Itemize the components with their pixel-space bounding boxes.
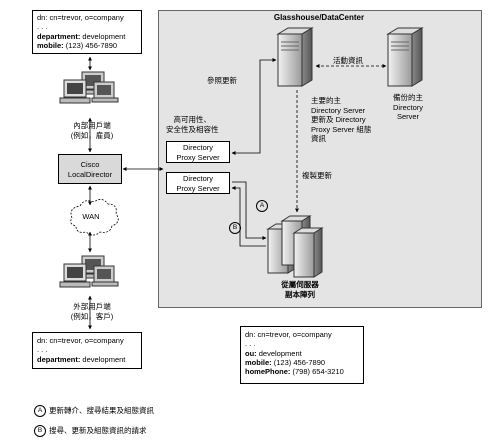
ldap-entry-bottom-right-line: ou: development xyxy=(245,349,359,358)
internal-client-label: 內部用戶端 (例如，雇員) xyxy=(70,121,114,140)
ldap-entry-bottom-right-line: dn: cn=trevor, o=company xyxy=(245,330,359,339)
referral-update-label: 參照更新 xyxy=(207,76,237,85)
ldap-entry-bottom-left-attr-name: department: xyxy=(37,354,81,364)
directory-proxy-server-2: Directory Proxy Server xyxy=(166,172,230,194)
ldap-entry-top-line: dn: cn=trevor, o=company xyxy=(37,13,137,22)
ldap-entry-bottom-right: dn: cn=trevor, o=company. . .ou: develop… xyxy=(240,326,364,384)
high-availability-label: 高可用性、 安全性及相容性 xyxy=(166,115,219,134)
ldap-entry-bottom-left-attr-value: . . . xyxy=(37,345,48,355)
ldap-entry-bottom-right-attr-name: homePhone: xyxy=(245,367,291,377)
directory-proxy-server-1: Directory Proxy Server xyxy=(166,141,230,163)
ldap-entry-bottom-right-line: homePhone: (798) 654-3210 xyxy=(245,367,359,376)
ldap-entry-bottom-right-attr-value: development xyxy=(256,348,302,358)
ldap-entry-bottom-left-line: department: development xyxy=(37,355,137,364)
ldap-entry-top: dn: cn=trevor, o=company. . .department:… xyxy=(32,10,142,54)
ldap-entry-top-attr-value: dn: cn=trevor, o=company xyxy=(37,13,124,22)
ldap-entry-bottom-right-line: mobile: (123) 456-7890 xyxy=(245,358,359,367)
ldap-entry-top-attr-value: (123) 456-7890 xyxy=(63,40,118,50)
primary-master-server-icon xyxy=(276,27,314,87)
activity-info-label: 活動資訊 xyxy=(333,56,363,65)
replication-update-label: 複製更新 xyxy=(302,171,332,180)
ldap-entry-bottom-right-attr-value: (123) 456-7890 xyxy=(271,357,326,367)
datacenter-title: Glasshouse/DataCenter xyxy=(273,13,365,22)
external-client-computers-icon xyxy=(59,255,119,288)
ldap-entry-bottom-left-attr-value: dn: cn=trevor, o=company xyxy=(37,336,124,345)
ldap-entry-top-line: mobile: (123) 456-7890 xyxy=(37,41,137,50)
wan-label: WAN xyxy=(82,212,100,221)
ldap-entry-top-line: . . . xyxy=(37,22,137,31)
ldap-entry-bottom-left-line: dn: cn=trevor, o=company xyxy=(37,336,137,345)
cisco-localdirector: Cisco LocalDirector xyxy=(58,154,122,184)
primary-master-label: 主要的主 Directory Server 更新及 Directory Prox… xyxy=(311,96,372,143)
ldap-entry-bottom-left-line: . . . xyxy=(37,345,137,354)
ldap-entry-top-attr-name: department: xyxy=(37,31,81,41)
ldap-entry-bottom-right-attr-value: . . . xyxy=(245,339,256,349)
ldap-entry-top-attr-value: development xyxy=(80,31,126,41)
internal-client-computers-icon xyxy=(59,71,119,104)
slave-array-label: 從屬伺服器 副本陣列 xyxy=(281,280,319,299)
external-client-label: 外部用戶端 (例如，客戶) xyxy=(70,302,114,321)
ldap-entry-bottom-right-attr-value: (798) 654-3210 xyxy=(290,367,344,377)
wan-cloud-icon xyxy=(70,199,119,236)
ldap-entry-bottom-right-attr-name: ou: xyxy=(245,348,257,358)
ldap-entry-bottom-right-attr-value: dn: cn=trevor, o=company xyxy=(245,330,332,339)
ldap-entry-top-attr-name: mobile: xyxy=(37,40,64,50)
badge-a-marker: A xyxy=(256,200,271,212)
ldap-entry-bottom-left: dn: cn=trevor, o=company. . .department:… xyxy=(32,332,142,369)
ldap-entry-bottom-right-attr-name: mobile: xyxy=(245,357,272,367)
backup-master-server-icon xyxy=(386,27,424,87)
badge-b-marker: B xyxy=(229,222,244,234)
ldap-entry-top-line: department: development xyxy=(37,32,137,41)
ldap-entry-bottom-left-attr-value: development xyxy=(80,354,126,364)
slave-server-array-icon xyxy=(266,215,324,278)
backup-master-label: 備份的主 Directory Server xyxy=(392,93,423,121)
ldap-entry-top-attr-value: . . . xyxy=(37,22,48,32)
ldap-entry-bottom-right-line: . . . xyxy=(245,339,359,348)
